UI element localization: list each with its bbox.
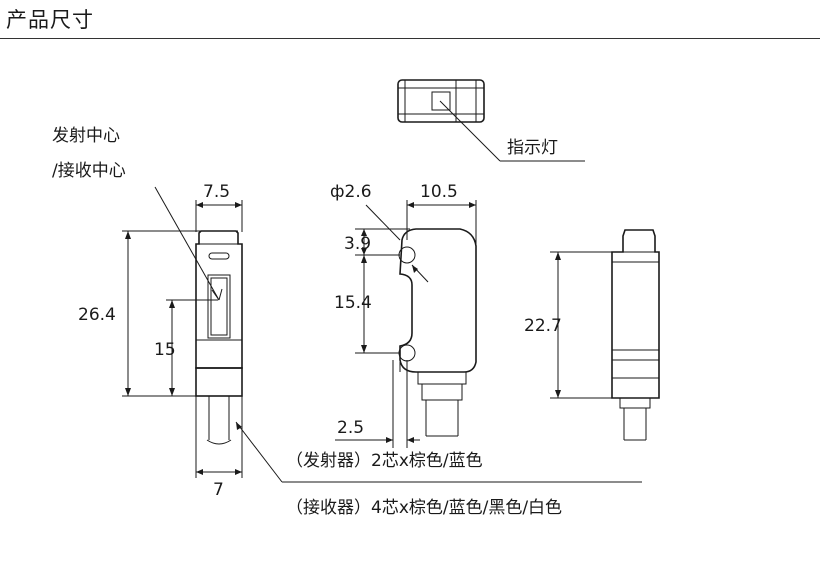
dim-cable-7-label: 7 bbox=[213, 480, 224, 500]
dim-height-15-label: 15 bbox=[154, 340, 176, 360]
dim-pitch-15-4 bbox=[355, 255, 400, 354]
dim-pitch-15-4-label: 15.4 bbox=[334, 293, 372, 313]
side-view-body bbox=[398, 228, 477, 437]
dim-width-7-5-label: 7.5 bbox=[203, 182, 230, 202]
dim-offset-3-9 bbox=[355, 228, 410, 256]
dim-depth-10-5-label: 10.5 bbox=[420, 182, 458, 202]
receiver-cable-label: （接收器）4芯x棕色/蓝色/黑色/白色 bbox=[286, 498, 562, 518]
dim-cable-7 bbox=[195, 396, 243, 478]
indicator-leader bbox=[439, 100, 585, 162]
cable-leader bbox=[235, 421, 642, 483]
dim-width-7-5 bbox=[195, 200, 243, 232]
dim-height-26-4 bbox=[122, 230, 238, 397]
rear-view-body bbox=[611, 229, 660, 441]
dim-offset-2-5-label: 2.5 bbox=[337, 418, 364, 438]
dim-offset-3-9-label: 3.9 bbox=[344, 234, 371, 254]
dim-depth-10-5 bbox=[406, 200, 477, 245]
header-divider bbox=[0, 38, 820, 39]
dim-hole-diameter-label: ф2.6 bbox=[330, 182, 372, 202]
dim-height-15 bbox=[166, 299, 218, 396]
front-view-body bbox=[195, 230, 243, 445]
dim-height-26-4-label: 26.4 bbox=[78, 305, 116, 325]
indicator-label: 指示灯 bbox=[507, 138, 558, 158]
dim-height-22-7 bbox=[550, 251, 612, 399]
emit-center-label: 发射中心 bbox=[52, 126, 120, 146]
dim-height-22-7-label: 22.7 bbox=[524, 316, 562, 336]
emitter-cable-label: （发射器）2芯x棕色/蓝色 bbox=[286, 451, 483, 471]
section-header: 产品尺寸 bbox=[0, 0, 822, 44]
indicator-top-view bbox=[397, 79, 485, 123]
receive-center-label: /接收中心 bbox=[52, 161, 126, 181]
dim-hole-diameter-leader bbox=[365, 204, 429, 283]
dim-offset-2-5 bbox=[335, 360, 420, 448]
section-title: 产品尺寸 bbox=[6, 8, 94, 32]
